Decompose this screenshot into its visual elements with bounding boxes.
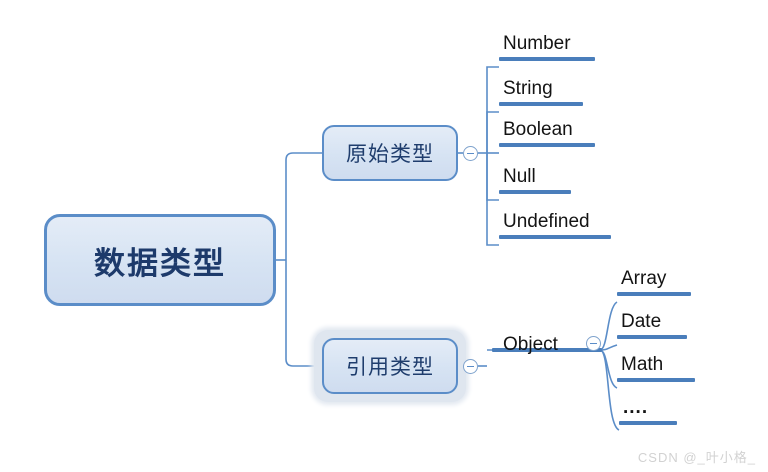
leaf-null-label: Null: [503, 166, 536, 187]
branch-node-primitive[interactable]: 原始类型: [322, 125, 458, 181]
leaf-undefined-label: Undefined: [503, 211, 590, 232]
leaf-boolean-bar: [499, 142, 595, 147]
leaf-ellipsis-bar: [619, 420, 677, 425]
root-node-label: 数据类型: [94, 245, 226, 281]
connector-root-to-primitive: [285, 152, 322, 260]
leaf-array[interactable]: Array: [617, 269, 691, 296]
leaf-array-label: Array: [621, 268, 667, 289]
branch-node-reference-label: 引用类型: [346, 356, 434, 379]
leaf-date-label: Date: [621, 311, 662, 332]
connector-object-dots: [599, 349, 620, 431]
leaf-undefined[interactable]: Undefined: [499, 212, 611, 239]
leaf-date[interactable]: Date: [617, 312, 687, 339]
leaf-string-bar: [499, 101, 583, 106]
leaf-string-label: String: [503, 78, 553, 99]
leaf-boolean-label: Boolean: [503, 119, 573, 140]
leaf-null[interactable]: Null: [499, 167, 571, 194]
leaf-date-bar: [617, 334, 687, 339]
minus-circle-icon-reference[interactable]: [463, 359, 478, 374]
leaf-math-bar: [617, 377, 695, 382]
connector-root-to-reference: [285, 260, 322, 367]
connector-primitive-string: [486, 111, 499, 153]
watermark: CSDN @_叶小格_: [637, 450, 756, 465]
leaf-null-bar: [499, 189, 571, 194]
object-underline-bar: [492, 348, 602, 352]
leaf-number-label: Number: [503, 33, 571, 54]
leaf-number-bar: [499, 56, 595, 61]
leaf-object-label[interactable]: Object: [503, 334, 558, 355]
leaf-number[interactable]: Number: [499, 34, 595, 61]
root-node[interactable]: 数据类型: [44, 214, 276, 306]
leaf-string[interactable]: String: [499, 79, 583, 106]
leaf-math-label: Math: [621, 354, 664, 375]
connector-primitive-number: [486, 66, 499, 153]
leaf-boolean[interactable]: Boolean: [499, 120, 595, 147]
connector-primitive-undefined: [486, 153, 499, 246]
leaf-ellipsis-label: ....: [623, 397, 649, 418]
connector-primitive-null: [486, 153, 499, 201]
leaf-ellipsis[interactable]: ....: [619, 398, 677, 425]
object-stem-group: [487, 348, 602, 352]
minus-circle-icon-object[interactable]: [586, 336, 601, 351]
branch-node-reference[interactable]: 引用类型: [322, 338, 458, 394]
leaf-undefined-bar: [499, 234, 611, 239]
branch-node-primitive-label: 原始类型: [346, 143, 434, 166]
minus-circle-icon-primitive[interactable]: [463, 146, 478, 161]
leaf-array-bar: [617, 291, 691, 296]
leaf-math[interactable]: Math: [617, 355, 695, 382]
connector-object-array: [599, 301, 618, 351]
